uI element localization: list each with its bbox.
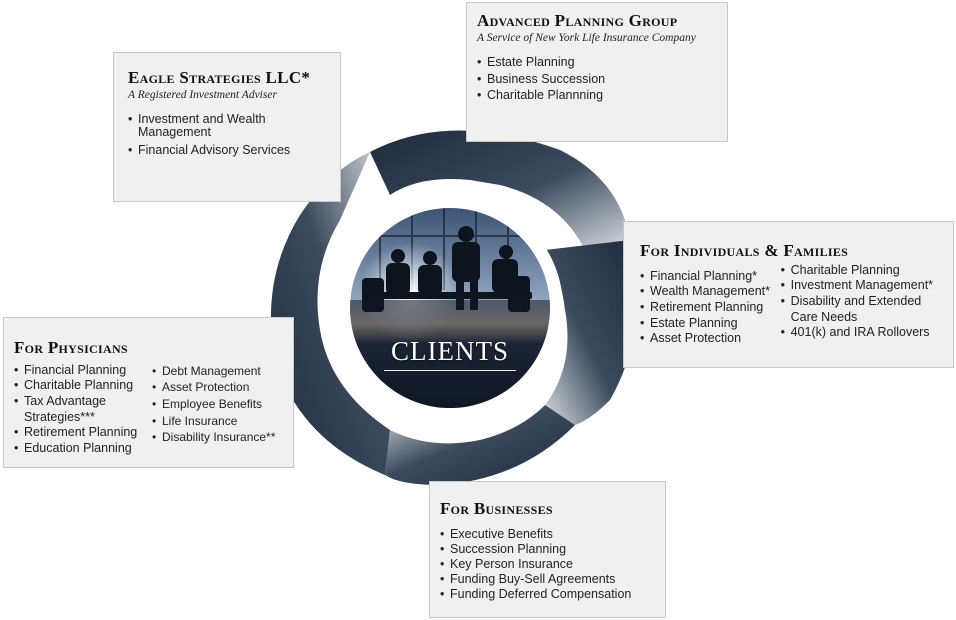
- individuals-title: For Individuals & Families: [640, 241, 849, 260]
- physicians-title: For Physicians: [14, 338, 128, 357]
- list-item: Education Planning: [14, 441, 152, 457]
- advanced-title: Advanced Planning Group: [477, 11, 678, 30]
- wheel-segment-bottom: [385, 405, 575, 485]
- list-item: Key Person Insurance: [440, 557, 659, 572]
- list-item: Financial Planning: [14, 363, 152, 379]
- list-item: Asset Protection: [152, 379, 286, 396]
- list-item: Disability Insurance**: [152, 429, 286, 446]
- list-item: 401(k) and IRA Rollovers: [781, 325, 945, 341]
- advanced-list: Estate Planning Business Succession Char…: [477, 54, 717, 105]
- wheel-segment-top-right: [370, 130, 630, 250]
- clients-underline: [384, 370, 516, 371]
- meeting-photo: [350, 208, 550, 408]
- individuals-families-box: For Individuals & Families Financial Pla…: [623, 221, 954, 368]
- list-item: Funding Deferred Compensation: [440, 587, 659, 602]
- wheel-segment-right: [545, 240, 637, 425]
- clients-label: CLIENTS: [391, 336, 509, 366]
- wheel-segment-left: [270, 152, 390, 475]
- list-item: Retirement Planning: [14, 425, 152, 441]
- eagle-list: Investment and Wealth Management Financi…: [128, 112, 326, 159]
- physicians-list-2: Debt Management Asset Protection Employe…: [152, 363, 286, 457]
- list-item: Succession Planning: [440, 542, 659, 557]
- list-item: Charitable Planning: [781, 263, 945, 279]
- businesses-list: Executive Benefits Succession Planning K…: [440, 527, 659, 602]
- list-item: Charitable Planning: [14, 378, 152, 394]
- list-item: Financial Planning*: [640, 269, 781, 285]
- businesses-box: For Businesses Executive Benefits Succes…: [429, 481, 666, 618]
- eagle-title: Eagle Strategies LLC*: [128, 68, 311, 87]
- advanced-planning-box: Advanced Planning Group A Service of New…: [466, 2, 728, 142]
- list-item: Business Succession: [477, 71, 717, 88]
- list-item: Disability and Extended Care Needs: [781, 294, 945, 325]
- list-item: Estate Planning: [477, 54, 717, 71]
- list-item: Employee Benefits: [152, 396, 286, 413]
- physicians-box: For Physicians Financial Planning Charit…: [3, 317, 294, 468]
- list-item: Estate Planning: [640, 316, 781, 332]
- list-item: Investment Management*: [781, 278, 945, 294]
- advanced-subtitle: A Service of New York Life Insurance Com…: [477, 31, 696, 44]
- list-item: Funding Buy-Sell Agreements: [440, 572, 659, 587]
- list-item: Financial Advisory Services: [128, 143, 326, 159]
- individuals-list-2: Charitable Planning Investment Managemen…: [781, 263, 945, 347]
- list-item: Asset Protection: [640, 331, 781, 347]
- list-item: Investment and Wealth Management: [128, 112, 326, 139]
- list-item: Executive Benefits: [440, 527, 659, 542]
- list-item: Retirement Planning: [640, 300, 781, 316]
- eagle-strategies-box: Eagle Strategies LLC* A Registered Inves…: [113, 52, 341, 202]
- list-item: Wealth Management*: [640, 284, 781, 300]
- list-item: Life Insurance: [152, 413, 286, 430]
- businesses-title: For Businesses: [440, 499, 553, 518]
- list-item: Debt Management: [152, 363, 286, 380]
- physicians-list-1: Financial Planning Charitable Planning T…: [14, 363, 152, 457]
- list-item: Charitable Plannning: [477, 87, 717, 104]
- eagle-subtitle: A Registered Investment Adviser: [128, 88, 277, 101]
- list-item: Tax Advantage Strategies***: [14, 394, 119, 425]
- individuals-list-1: Financial Planning* Wealth Management* R…: [640, 269, 781, 347]
